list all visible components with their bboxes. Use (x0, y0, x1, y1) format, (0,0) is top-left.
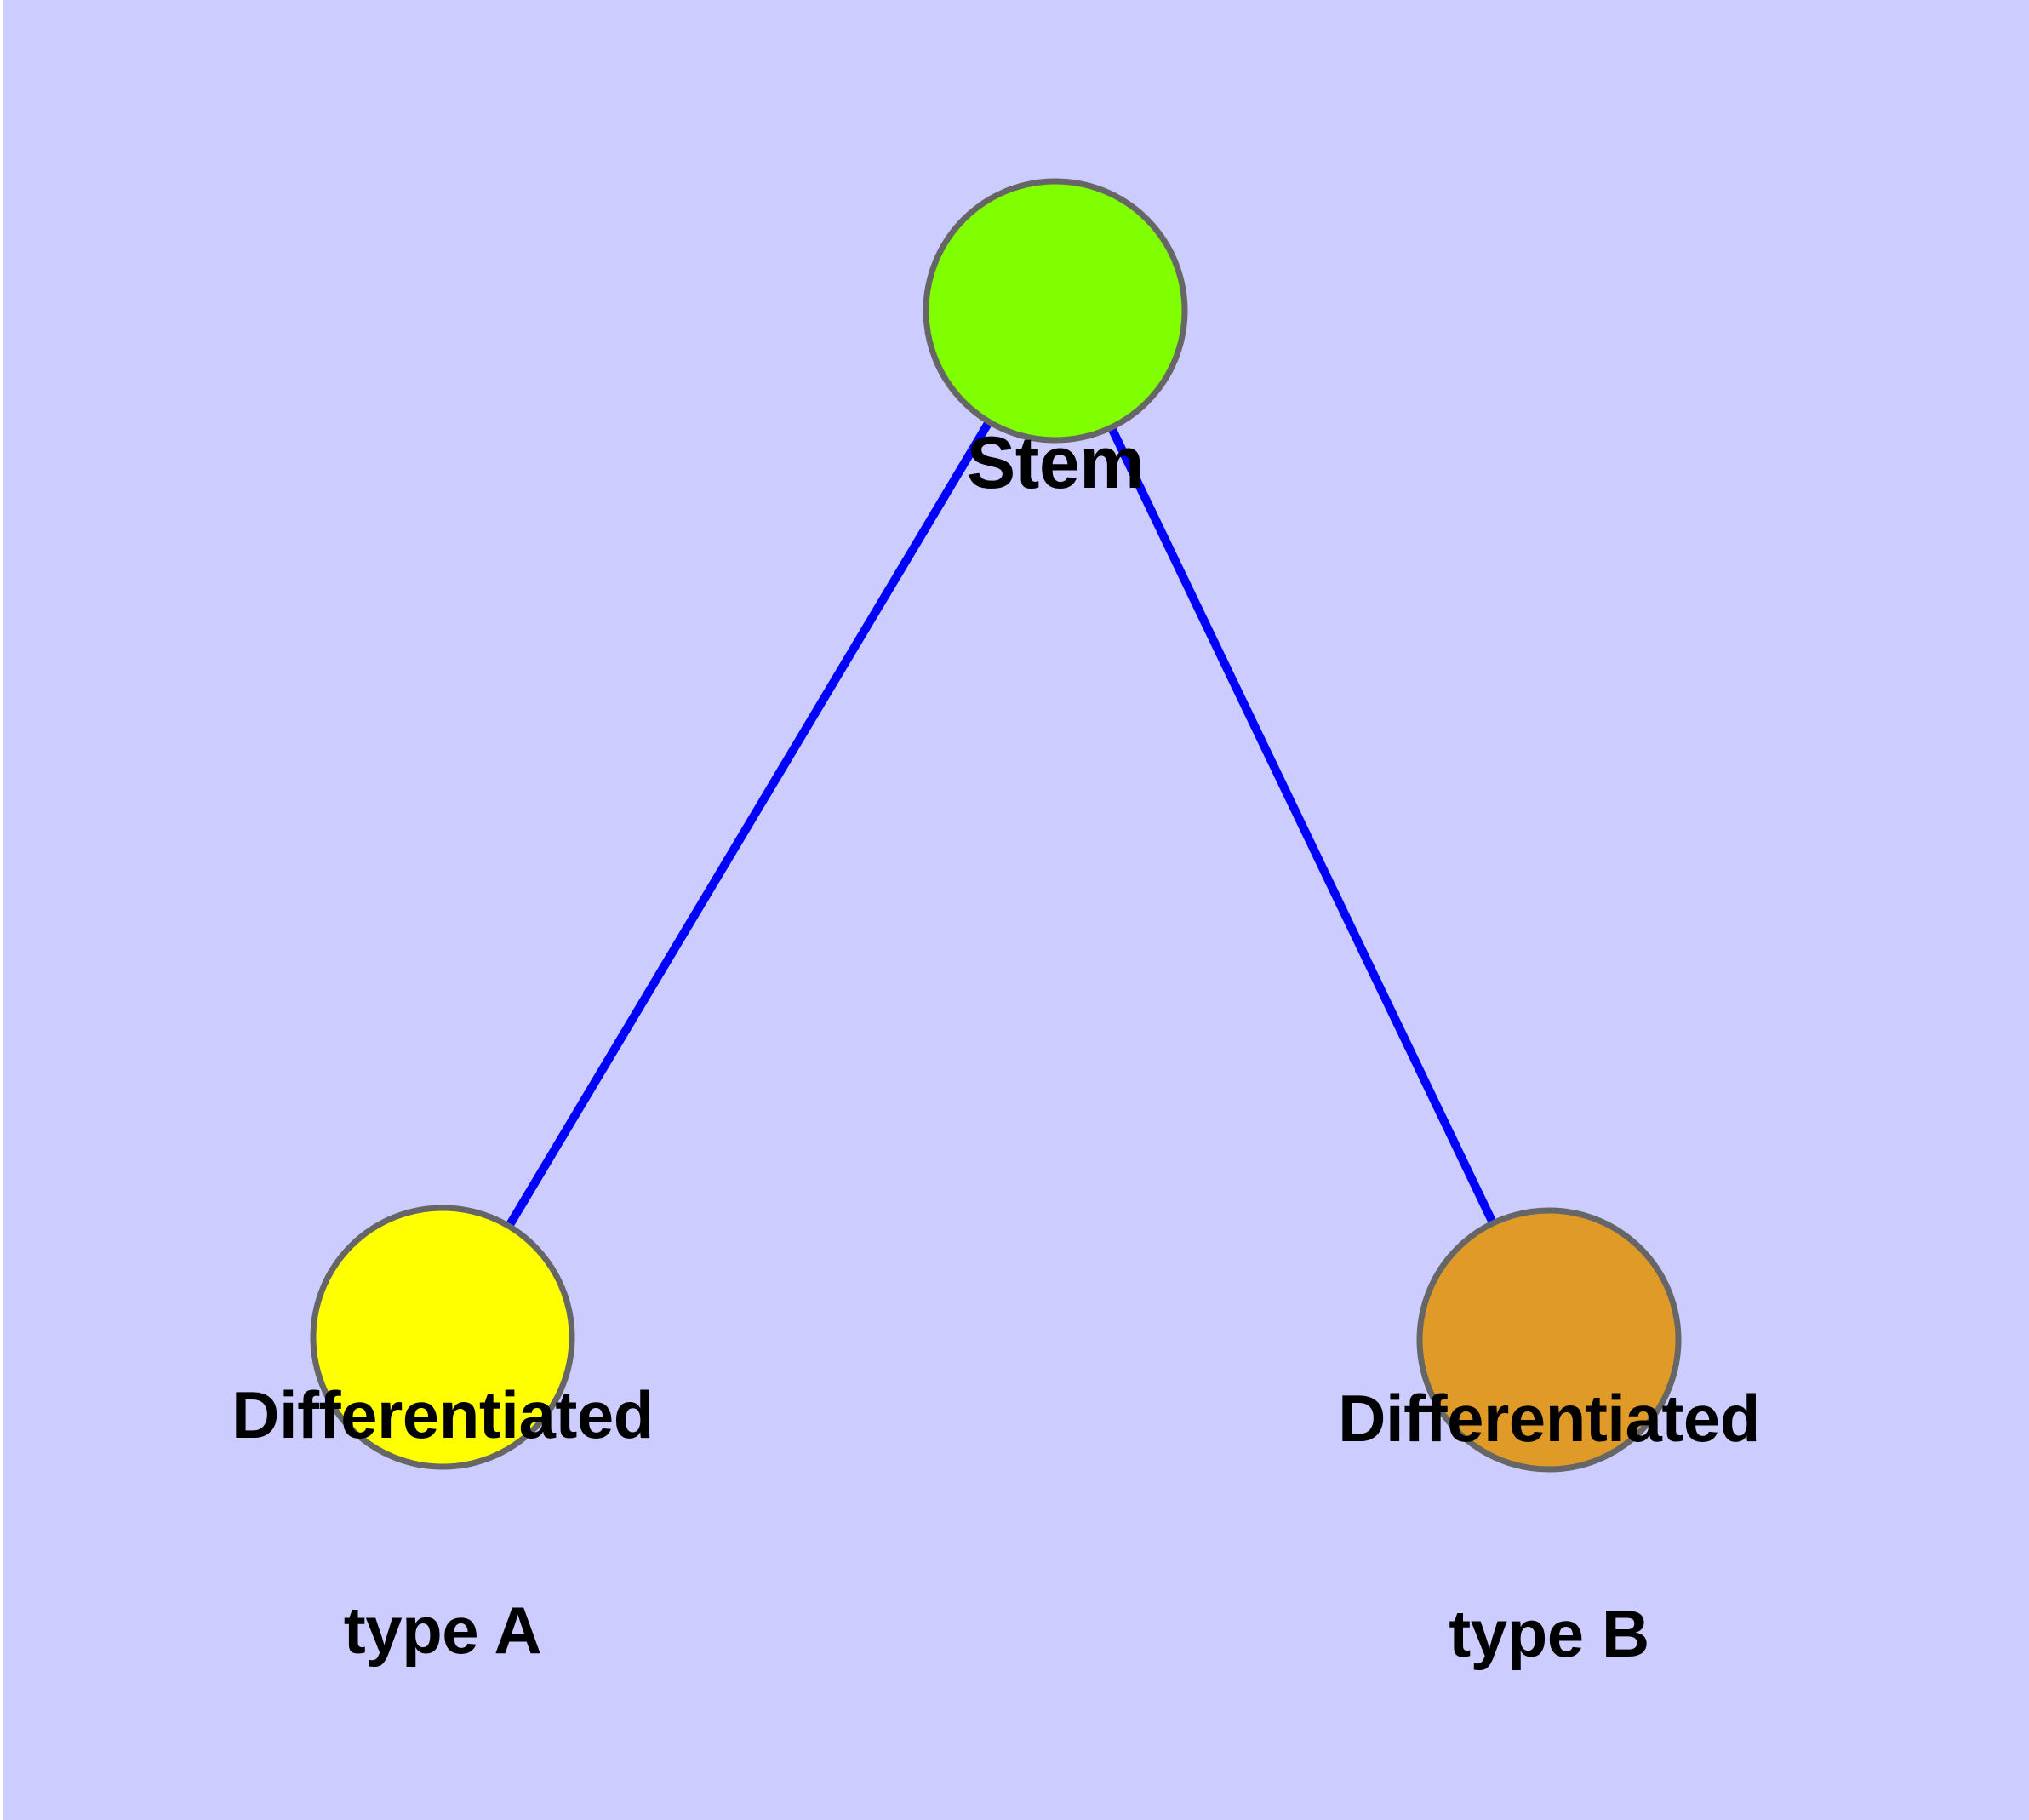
node-differentiated-type-a[interactable] (310, 1205, 575, 1470)
node-stem[interactable] (923, 178, 1188, 444)
node-layer (310, 178, 1682, 1473)
edge-stem-to-differentiated-type-a (438, 308, 1060, 1340)
graph-plot-area: Stem Differentiated type A Differentiate… (3, 0, 2029, 1820)
edge-stem-to-differentiated-type-b (1051, 308, 1553, 1342)
graph-svg (310, 178, 1682, 1473)
edge-layer (438, 308, 1553, 1342)
node-differentiated-type-b[interactable] (1416, 1207, 1682, 1473)
